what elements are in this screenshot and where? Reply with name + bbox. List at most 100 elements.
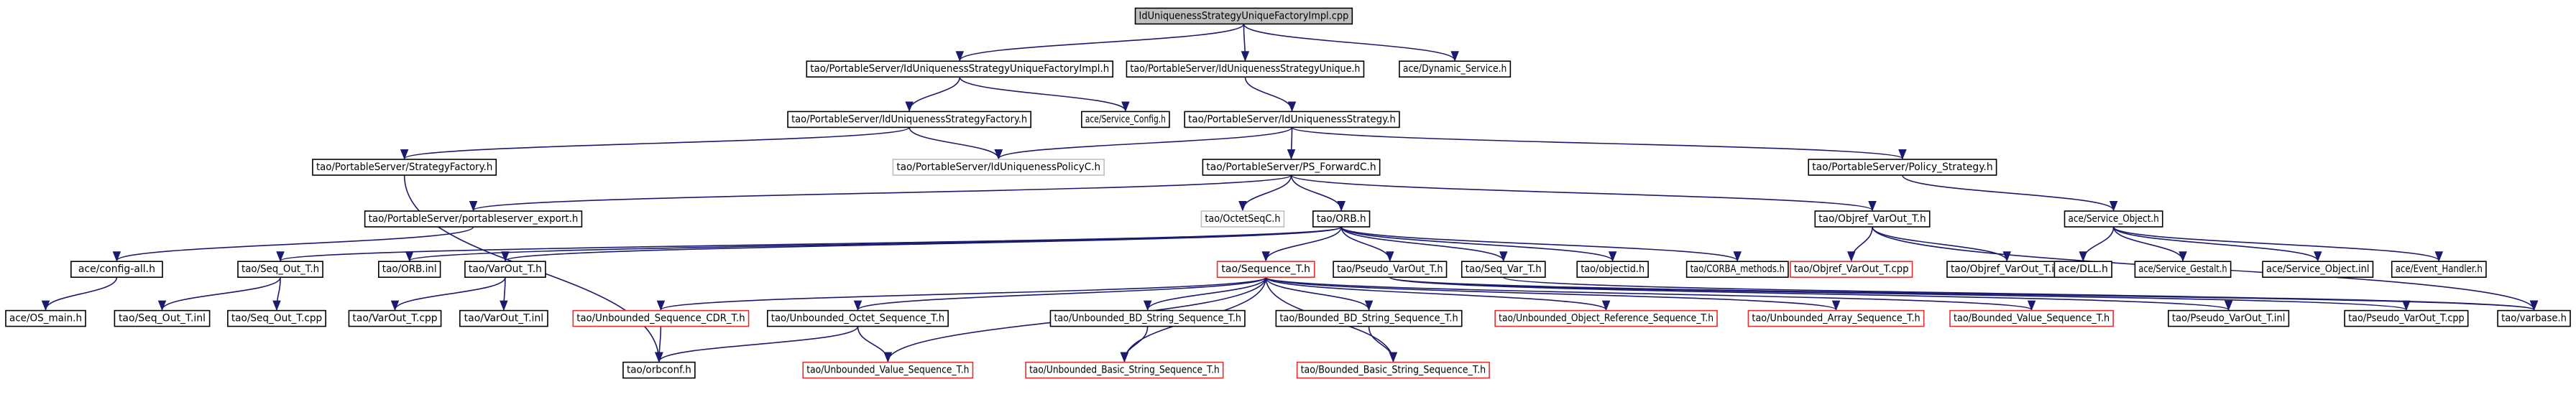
edge-pse-to-cfgall xyxy=(112,226,474,262)
node-tao-unbounded-sequence-cdr-t-h[interactable]: tao/Unbounded_Sequence_CDR_T.h xyxy=(572,309,750,327)
node-tao-seq-out-t-cpp[interactable]: tao/Seq_Out_T.cpp xyxy=(227,309,326,327)
node-box xyxy=(2262,261,2374,279)
node-ace-dll-h[interactable]: ace/DLL.h xyxy=(2053,261,2112,279)
node-tao-seq-var-t-h[interactable]: tao/Seq_Var_T.h xyxy=(1460,261,1546,279)
node-tao-bounded-basic-string-sequence-t-h[interactable]: tao/Bounded_Basic_String_Sequence_T.h xyxy=(1296,361,1490,379)
node-label: tao/ORB.h xyxy=(1317,213,1366,225)
node-box xyxy=(1685,261,1789,279)
node-tao-portableserver-iduniquenessstrategyuniquefactoryimpl-h[interactable]: tao/PortableServer/IdUniquenessStrategyU… xyxy=(806,60,1114,78)
node-iduniquenessstrategyuniquefactoryimpl-cpp[interactable]: IdUniquenessStrategyUniqueFactoryImpl.cp… xyxy=(1134,7,1353,25)
node-label: ace/config-all.h xyxy=(78,263,155,275)
edge-ubds-to-ubasic xyxy=(1120,326,1149,363)
node-label: ace/Service_Object.inl xyxy=(2266,263,2369,275)
edge-strat-to-polstr xyxy=(1291,126,1907,160)
node-tao-pseudo-varout-t-cpp[interactable]: tao/Pseudo_VarOut_T.cpp xyxy=(2344,309,2469,327)
node-label: tao/Seq_Out_T.inl xyxy=(119,313,206,324)
node-tao-seq-out-t-h[interactable]: tao/Seq_Out_T.h xyxy=(237,261,323,279)
node-box xyxy=(237,261,323,279)
node-box xyxy=(767,309,949,327)
node-ace-service-object-inl[interactable]: ace/Service_Object.inl xyxy=(2262,261,2374,279)
edge-uoct-to-uval xyxy=(857,326,893,363)
node-tao-octetseqc-h[interactable]: tao/OctetSeqC.h xyxy=(1200,210,1285,228)
node-tao-objref-varout-t-cpp[interactable]: tao/Objref_VarOut_T.cpp xyxy=(1790,261,1913,279)
node-label: tao/Seq_Var_T.h xyxy=(1466,263,1542,275)
node-tao-pseudo-varout-t-inl[interactable]: tao/Pseudo_VarOut_T.inl xyxy=(2168,309,2290,327)
node-tao-corba-methods-h[interactable]: tao/CORBA_methods.h xyxy=(1685,261,1789,279)
node-label: tao/Unbounded_Array_Sequence_T.h xyxy=(1752,313,1920,324)
node-tao-objref-varout-t-inl[interactable]: tao/Objref_VarOut_T.inl xyxy=(1946,261,2068,279)
node-box xyxy=(1808,159,1997,176)
node-box xyxy=(464,261,546,279)
node-tao-objref-varout-t-h[interactable]: tao/Objref_VarOut_T.h xyxy=(1814,210,1931,228)
node-box xyxy=(1747,309,1925,327)
node-label: tao/PortableServer/IdUniquenessStrategyF… xyxy=(791,113,1027,125)
node-tao-sequence-t-h[interactable]: tao/Sequence_T.h xyxy=(1216,261,1315,279)
node-label: tao/Bounded_Value_Sequence_T.h xyxy=(1954,313,2110,324)
node-label: tao/OctetSeqC.h xyxy=(1205,213,1280,225)
node-tao-unbounded-octet-sequence-t-h[interactable]: tao/Unbounded_Octet_Sequence_T.h xyxy=(767,309,949,327)
node-box xyxy=(1814,210,1931,228)
node-ace-dynamic-service-h[interactable]: ace/Dynamic_Service.h xyxy=(1399,60,1512,78)
node-tao-portableserver-iduniquenesspolicyc-h[interactable]: tao/PortableServer/IdUniquenessPolicyC.h xyxy=(892,159,1105,176)
node-tao-portableserver-iduniquenessstrategy-h[interactable]: tao/PortableServer/IdUniquenessStrategy.… xyxy=(1184,111,1400,128)
node-tao-unbounded-value-sequence-t-h[interactable]: tao/Unbounded_Value_Sequence_T.h xyxy=(802,361,974,379)
node-ace-config-all-h[interactable]: ace/config-all.h xyxy=(70,261,163,279)
node-tao-portableserver-strategyfactory-h[interactable]: tao/PortableServer/StrategyFactory.h xyxy=(312,159,497,176)
node-tao-portableserver-portableserver-export-h[interactable]: tao/PortableServer/portableserver_export… xyxy=(364,210,583,228)
node-label: ace/Event_Handler.h xyxy=(2396,263,2483,275)
node-box xyxy=(1184,111,1400,128)
node-tao-portableserver-iduniquenessstrategyfactory-h[interactable]: tao/PortableServer/IdUniquenessStrategyF… xyxy=(787,111,1031,128)
edge-bbds-to-bbasic xyxy=(1368,326,1398,363)
node-label: tao/Pseudo_VarOut_T.cpp xyxy=(2348,313,2465,324)
node-ace-os-main-h[interactable]: ace/OS_main.h xyxy=(5,309,86,327)
node-tao-portableserver-policy-strategy-h[interactable]: tao/PortableServer/Policy_Strategy.h xyxy=(1808,159,1997,176)
node-label: ace/Service_Gestalt.h xyxy=(2138,263,2227,275)
edge-pvo-to-pvinl xyxy=(1389,276,2232,312)
node-box xyxy=(1081,111,1170,128)
node-box xyxy=(1460,261,1546,279)
node-box xyxy=(1134,7,1353,25)
node-tao-orb-inl[interactable]: tao/ORB.inl xyxy=(377,261,441,279)
node-tao-varout-t-h[interactable]: tao/VarOut_T.h xyxy=(464,261,546,279)
node-tao-unbounded-basic-string-sequence-t-h[interactable]: tao/Unbounded_Basic_String_Sequence_T.h xyxy=(1025,361,1224,379)
node-label: tao/Unbounded_Object_Reference_Sequence_… xyxy=(1499,313,1714,324)
node-tao-varout-t-cpp[interactable]: tao/VarOut_T.cpp xyxy=(348,309,442,327)
node-tao-bounded-bd-string-sequence-t-h[interactable]: tao/Bounded_BD_String_Sequence_T.h xyxy=(1275,309,1463,327)
node-tao-unbounded-bd-string-sequence-t-h[interactable]: tao/Unbounded_BD_String_Sequence_T.h xyxy=(1049,309,1246,327)
node-box xyxy=(114,309,211,327)
edge-root-to-ufi xyxy=(955,24,1245,62)
node-box xyxy=(1399,60,1512,78)
node-ace-service-config-h[interactable]: ace/Service_Config.h xyxy=(1081,111,1170,128)
node-ace-event-handler-h[interactable]: ace/Event_Handler.h xyxy=(2391,261,2487,279)
node-label: tao/PortableServer/IdUniquenessStrategyU… xyxy=(810,63,1109,75)
edge-svcobj-to-gest xyxy=(2112,226,2187,262)
node-label: ace/OS_main.h xyxy=(9,313,82,324)
node-box xyxy=(892,159,1105,176)
node-box xyxy=(2497,309,2571,327)
edge-seqt-to-ubds xyxy=(1144,276,1267,312)
node-tao-orb-h[interactable]: tao/ORB.h xyxy=(1312,210,1371,228)
edge-seqout-to-seqoinl xyxy=(157,276,281,312)
edge-varout-to-varinl xyxy=(500,277,508,312)
edge-seqt-to-bbds xyxy=(1265,276,1374,312)
node-box xyxy=(802,361,974,379)
node-box xyxy=(622,361,696,379)
edge-svcobj-to-dll xyxy=(2079,226,2115,262)
node-tao-portableserver-iduniquenessstrategyunique-h[interactable]: tao/PortableServer/IdUniquenessStrategyU… xyxy=(1126,60,1365,78)
edge-objv-to-objvcpp xyxy=(1847,226,1873,262)
node-tao-seq-out-t-inl[interactable]: tao/Seq_Out_T.inl xyxy=(114,309,211,327)
node-box xyxy=(1333,261,1448,279)
node-box xyxy=(70,261,163,279)
node-tao-objectid-h[interactable]: tao/objectid.h xyxy=(1576,261,1649,279)
node-tao-varout-t-inl[interactable]: tao/VarOut_T.inl xyxy=(459,309,548,327)
node-tao-varbase-h[interactable]: tao/varbase.h xyxy=(2497,309,2571,327)
edge-varout-to-varcpp xyxy=(390,276,506,312)
node-tao-pseudo-varout-t-h[interactable]: tao/Pseudo_VarOut_T.h xyxy=(1333,261,1448,279)
node-ace-service-gestalt-h[interactable]: ace/Service_Gestalt.h xyxy=(2134,261,2232,279)
node-tao-unbounded-array-sequence-t-h[interactable]: tao/Unbounded_Array_Sequence_T.h xyxy=(1747,309,1925,327)
node-tao-unbounded-object-reference-sequence-t-h[interactable]: tao/Unbounded_Object_Reference_Sequence_… xyxy=(1494,309,1718,327)
node-tao-bounded-value-sequence-t-h[interactable]: tao/Bounded_Value_Sequence_T.h xyxy=(1949,309,2114,327)
node-tao-portableserver-ps-forwardc-h[interactable]: tao/PortableServer/PS_ForwardC.h xyxy=(1202,159,1381,176)
node-ace-service-object-h[interactable]: ace/Service_Object.h xyxy=(2064,210,2163,228)
node-tao-orbconf-h[interactable]: tao/orbconf.h xyxy=(622,361,696,379)
